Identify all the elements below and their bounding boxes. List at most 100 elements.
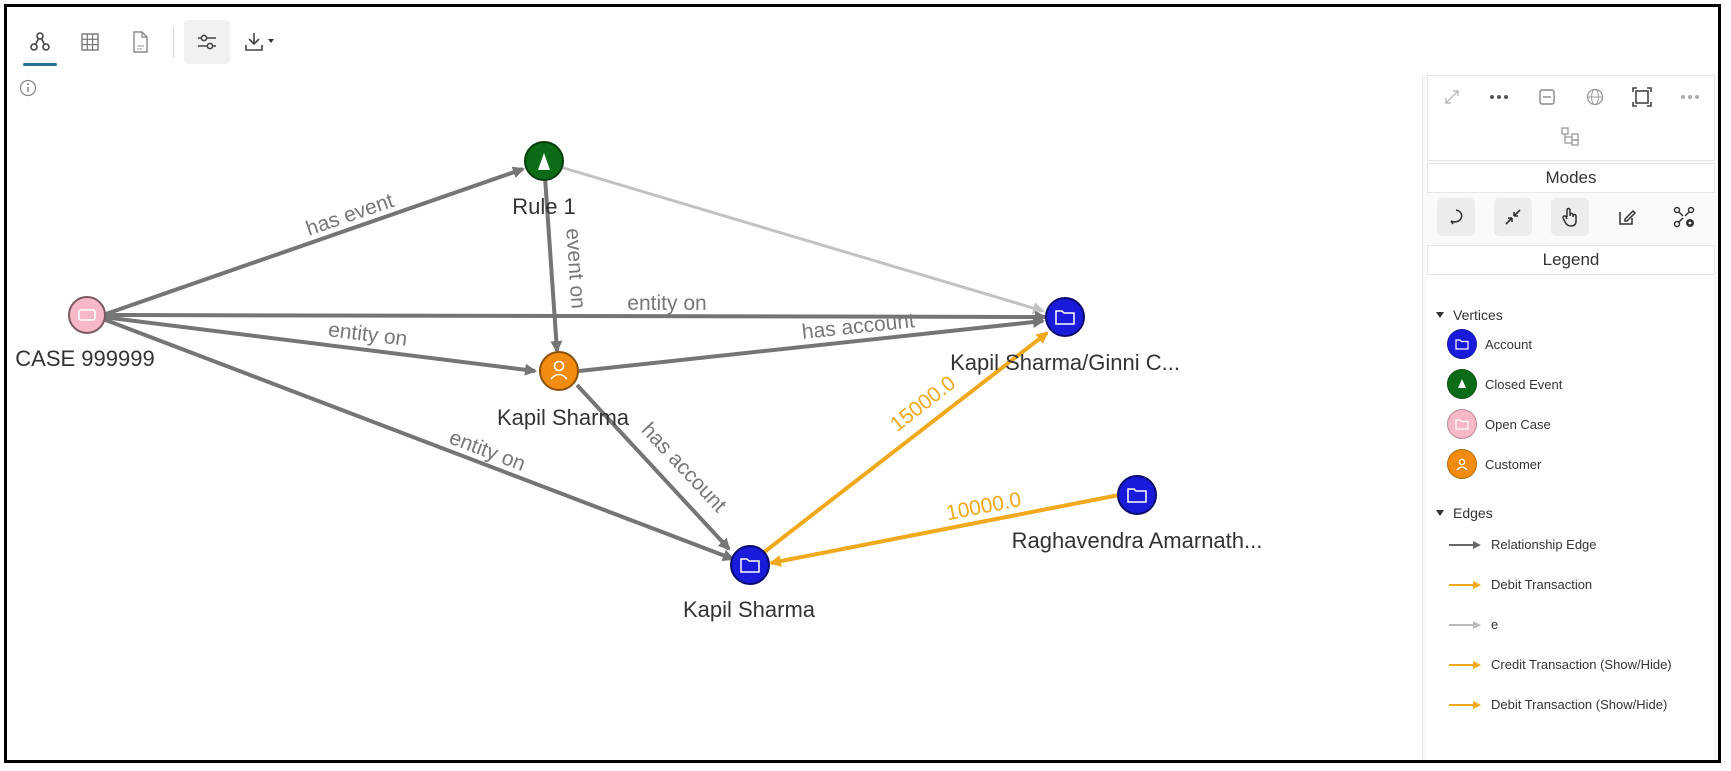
node-rule[interactable] bbox=[524, 141, 564, 181]
more-options-button[interactable] bbox=[1483, 81, 1515, 113]
graph-view-icon bbox=[30, 32, 50, 51]
layout-button[interactable] bbox=[1554, 120, 1586, 152]
edge-arrow-icon bbox=[1447, 659, 1483, 671]
edge-entity-on-mid[interactable] bbox=[102, 315, 537, 376]
settings-sliders-icon bbox=[198, 34, 216, 50]
side-panel: Modes bbox=[1422, 75, 1718, 760]
graph-canvas[interactable]: has event event on entity on entity on e… bbox=[7, 7, 1417, 760]
edge-entity-on-bottom[interactable] bbox=[102, 317, 735, 562]
modes-toolbar bbox=[1427, 193, 1713, 241]
legend-edges-header[interactable]: Edges bbox=[1435, 505, 1493, 521]
mode-collapse-button[interactable] bbox=[1493, 198, 1532, 236]
expand-button[interactable] bbox=[1436, 81, 1468, 113]
legend-title: Legend bbox=[1427, 245, 1715, 275]
legend-vertex-account[interactable]: Account bbox=[1447, 329, 1532, 359]
export-file-icon bbox=[133, 31, 148, 53]
legend-vertex-closed-event[interactable]: Closed Event bbox=[1447, 369, 1562, 399]
caret-down-icon bbox=[1436, 312, 1444, 318]
globe-button[interactable] bbox=[1579, 81, 1611, 113]
folder-icon bbox=[740, 558, 760, 573]
fit-to-screen-button[interactable] bbox=[1626, 81, 1658, 113]
fit-screen-icon bbox=[1632, 87, 1653, 107]
edge-label-entity-on-top: entity on bbox=[627, 292, 706, 315]
folder-icon bbox=[1447, 409, 1477, 439]
edge-label-has-account-top: has account bbox=[801, 309, 916, 344]
modes-title: Modes bbox=[1427, 163, 1715, 193]
bell-icon bbox=[538, 153, 550, 170]
folder-icon bbox=[78, 309, 96, 321]
edge-rule-to-joint-account[interactable] bbox=[546, 161, 1045, 314]
hierarchy-layout-icon bbox=[1561, 127, 1579, 146]
folder-icon bbox=[1127, 488, 1147, 503]
more-dots-icon bbox=[1490, 95, 1509, 99]
node-raghav-account[interactable] bbox=[1117, 475, 1157, 515]
legend-edge-debit-show-hide[interactable]: Debit Transaction (Show/Hide) bbox=[1447, 697, 1667, 712]
expand-icon bbox=[1445, 90, 1459, 104]
legend-edge-e[interactable]: e bbox=[1447, 617, 1498, 632]
edge-arrow-icon bbox=[1447, 699, 1483, 711]
edge-label-event-on: event on bbox=[561, 228, 590, 310]
edit-icon bbox=[1619, 209, 1637, 225]
edge-has-account-bottom[interactable] bbox=[575, 383, 731, 551]
edge-arrow-icon bbox=[1447, 619, 1483, 631]
legend-edge-relationship[interactable]: Relationship Edge bbox=[1447, 537, 1597, 552]
node-label-rule: Rule 1 bbox=[512, 194, 576, 219]
edge-event-on[interactable] bbox=[543, 176, 563, 353]
node-label-case: CASE 999999 bbox=[15, 346, 154, 371]
collapse-icon bbox=[1505, 209, 1521, 225]
legend-vertex-open-case[interactable]: Open Case bbox=[1447, 409, 1551, 439]
node-customer[interactable] bbox=[539, 351, 579, 391]
info-icon[interactable] bbox=[19, 79, 37, 102]
hand-pointer-icon bbox=[1562, 207, 1577, 227]
table-view-icon bbox=[81, 33, 99, 51]
edge-has-event[interactable] bbox=[102, 166, 525, 317]
mode-pan-button[interactable] bbox=[1550, 198, 1589, 236]
node-label-joint-account: Kapil Sharma/Ginni C... bbox=[950, 350, 1180, 375]
minus-box-icon bbox=[1539, 89, 1555, 105]
chevron-down-icon bbox=[268, 39, 274, 43]
legend-vertex-customer[interactable]: Customer bbox=[1447, 449, 1541, 479]
node-joint-account[interactable] bbox=[1045, 297, 1085, 337]
edge-label-entity-on-bottom: entity on bbox=[446, 426, 528, 476]
mode-network-settings-button[interactable] bbox=[1665, 198, 1703, 236]
legend-edge-debit[interactable]: Debit Transaction bbox=[1447, 577, 1592, 592]
node-label-account: Kapil Sharma bbox=[683, 597, 816, 622]
lasso-icon bbox=[1449, 209, 1463, 225]
node-case[interactable] bbox=[68, 296, 106, 334]
folder-icon bbox=[1055, 310, 1075, 325]
node-account[interactable] bbox=[730, 545, 770, 585]
legend: Vertices Account Closed Event Open Case bbox=[1427, 275, 1713, 760]
legend-vertices-header[interactable]: Vertices bbox=[1435, 307, 1503, 323]
graph-view-button[interactable] bbox=[17, 20, 63, 66]
toolbar-separator bbox=[173, 27, 174, 57]
caret-down-icon bbox=[1436, 510, 1444, 516]
more-dots-icon bbox=[1681, 95, 1700, 99]
export-file-button[interactable] bbox=[117, 20, 163, 64]
settings-button[interactable] bbox=[184, 20, 230, 64]
download-button[interactable] bbox=[234, 20, 286, 64]
more-options-button-2[interactable] bbox=[1674, 81, 1706, 113]
edge-transaction-10000[interactable] bbox=[769, 493, 1120, 567]
user-icon bbox=[553, 360, 565, 372]
user-icon bbox=[1447, 449, 1477, 479]
node-label-customer: Kapil Sharma bbox=[497, 405, 630, 430]
edge-has-account-top[interactable] bbox=[578, 316, 1045, 373]
mode-lasso-button[interactable] bbox=[1436, 198, 1475, 236]
edge-transaction-15000[interactable] bbox=[761, 331, 1049, 555]
network-settings-icon bbox=[1674, 206, 1695, 228]
legend-edge-credit-show-hide[interactable]: Credit Transaction (Show/Hide) bbox=[1447, 657, 1672, 672]
mode-edit-button[interactable] bbox=[1608, 198, 1646, 236]
edge-entity-on-top[interactable] bbox=[102, 310, 1047, 323]
edge-arrow-icon bbox=[1447, 539, 1483, 551]
edge-label-has-event: has event bbox=[303, 189, 397, 240]
download-icon bbox=[245, 33, 274, 51]
bell-icon bbox=[1447, 369, 1477, 399]
graph-svg: has event event on entity on entity on e… bbox=[15, 141, 1263, 622]
zoom-out-button[interactable] bbox=[1531, 81, 1563, 113]
edge-arrow-icon bbox=[1447, 579, 1483, 591]
node-label-raghav-account: Raghavendra Amarnath... bbox=[1012, 528, 1263, 553]
graph-controls bbox=[1427, 75, 1715, 161]
table-view-button[interactable] bbox=[67, 20, 113, 64]
top-toolbar bbox=[17, 19, 286, 66]
app-window: has event event on entity on entity on e… bbox=[4, 4, 1721, 763]
